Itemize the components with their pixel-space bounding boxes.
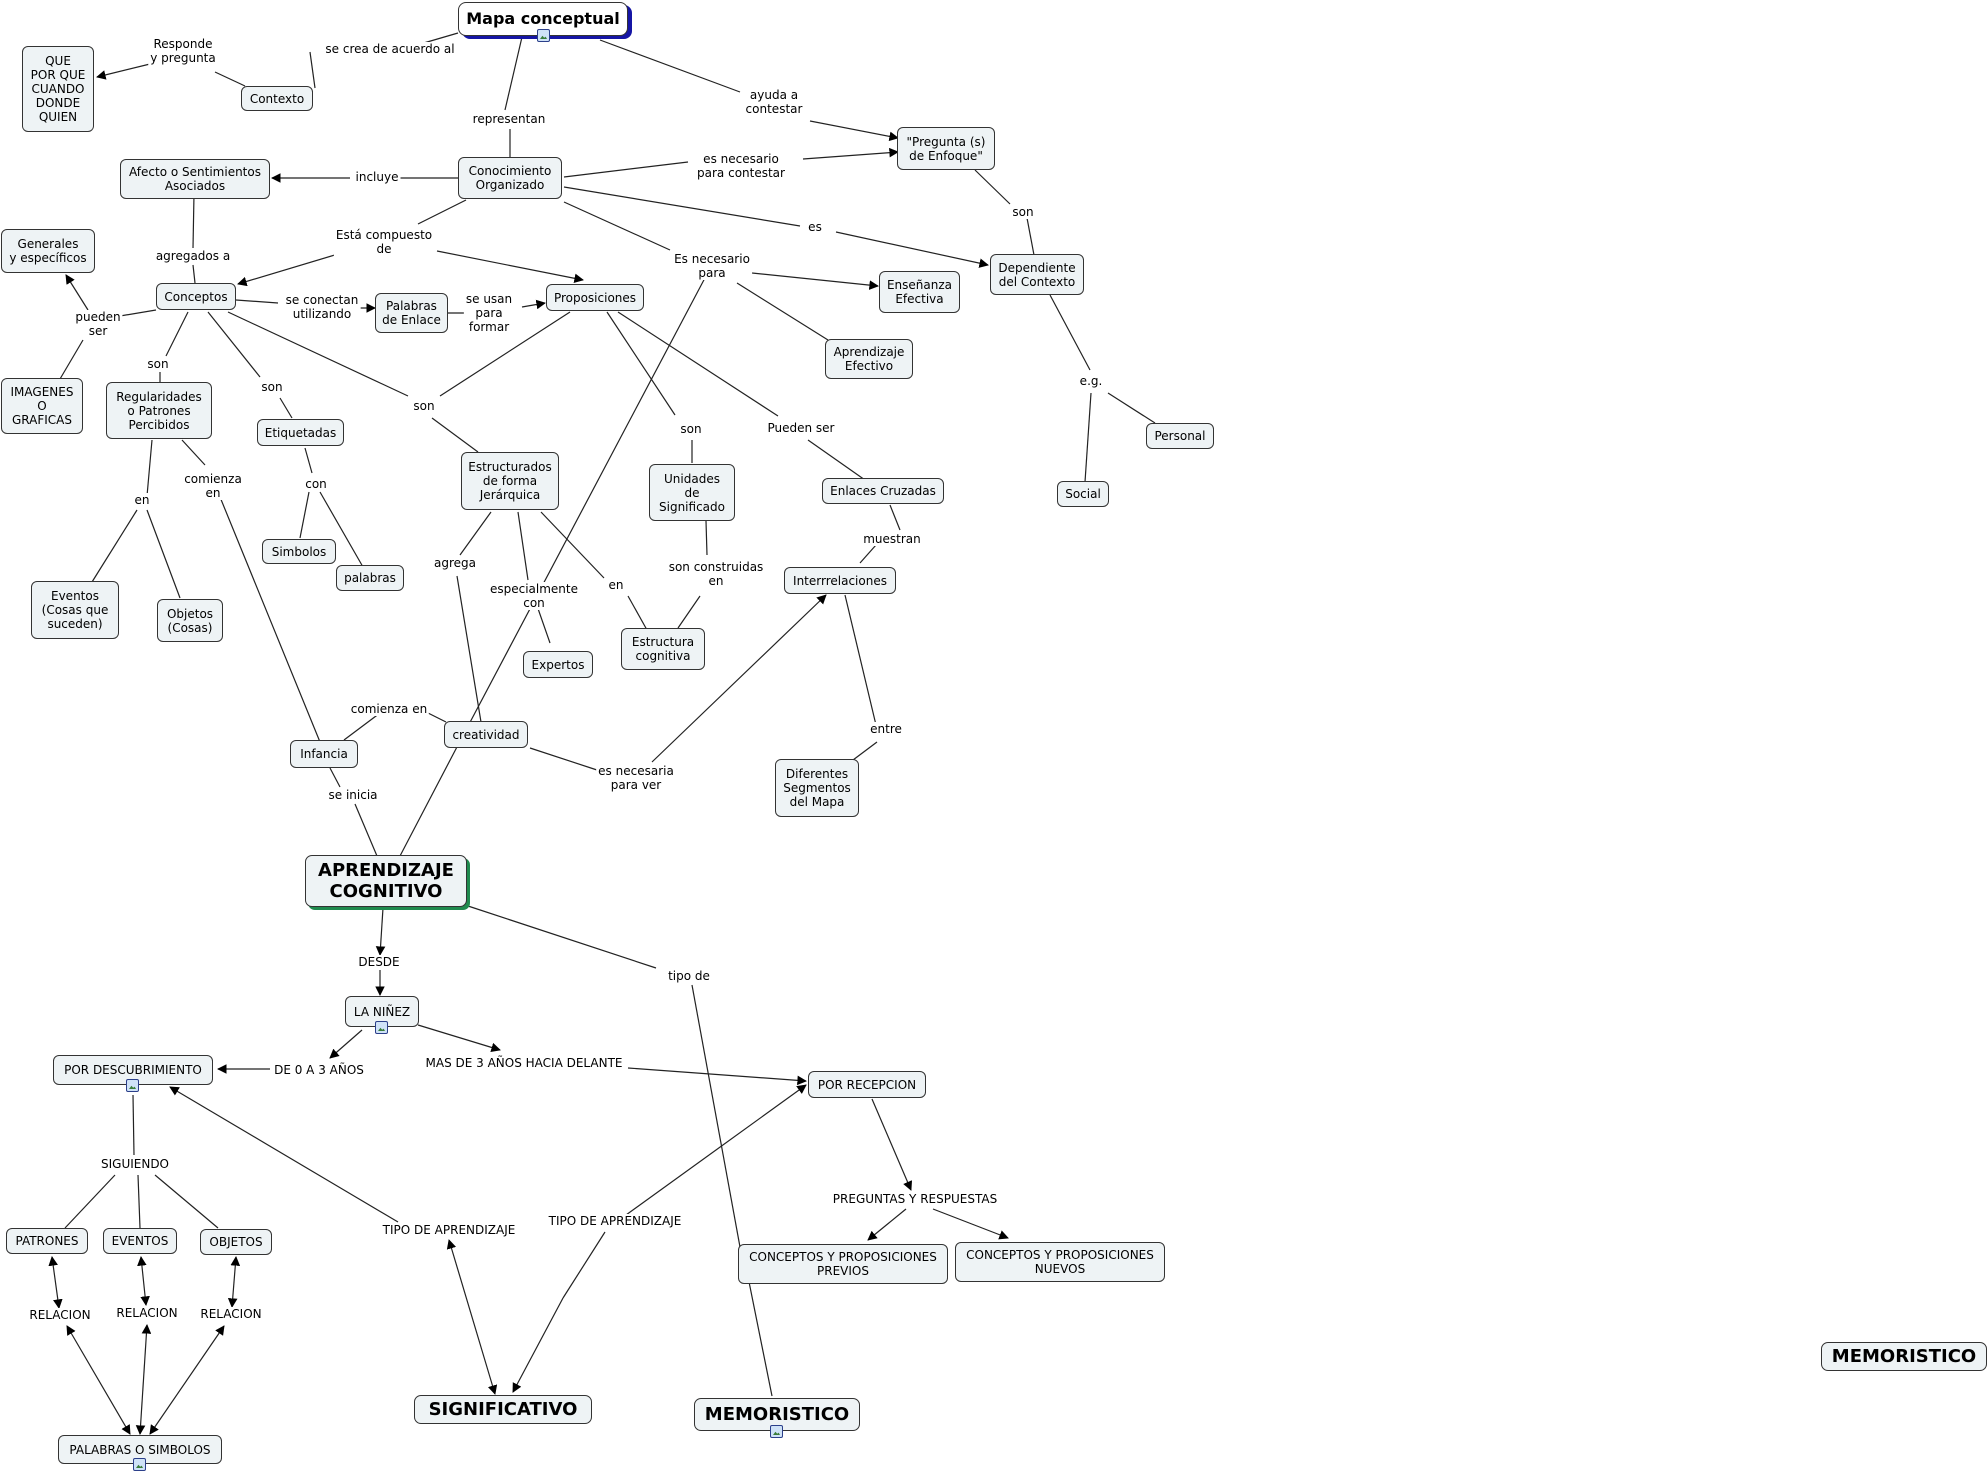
node-estructura-cognitiva[interactable]: Estructura cognitiva <box>621 628 705 670</box>
image-icon[interactable] <box>770 1425 783 1438</box>
node-estructurados[interactable]: Estructurados de forma Jerárquica <box>461 452 559 510</box>
node-aprendizaje-efectivo[interactable]: Aprendizaje Efectivo <box>825 339 913 379</box>
link-label: con <box>303 477 329 491</box>
link-label: se conectan utilizando <box>283 293 361 321</box>
node-diferentes-segmentos[interactable]: Diferentes Segmentos del Mapa <box>775 759 859 817</box>
node-conocimiento-organizado[interactable]: Conocimiento Organizado <box>458 157 562 199</box>
image-icon[interactable] <box>537 29 550 42</box>
link-label: agregados a <box>153 249 233 263</box>
node-unidades-significado[interactable]: Unidades de Significado <box>649 464 735 521</box>
node-simbolos[interactable]: Simbolos <box>262 539 336 564</box>
link-label: SIGUIENDO <box>98 1157 172 1171</box>
link-label: TIPO DE APRENDIZAJE <box>380 1223 518 1237</box>
node-pregunta-enfoque[interactable]: "Pregunta (s) de Enfoque" <box>897 127 995 170</box>
link-label: son <box>259 380 285 394</box>
link-label: muestran <box>861 532 923 546</box>
link-label: ayuda a contestar <box>743 88 805 116</box>
image-icon[interactable] <box>375 1021 388 1034</box>
link-label: es necesario para contestar <box>695 152 787 180</box>
link-label: agrega <box>432 556 478 570</box>
node-proposiciones[interactable]: Proposiciones <box>546 284 644 311</box>
node-enlaces-cruzados[interactable]: Enlaces Cruzadas <box>822 478 944 504</box>
link-label: se crea de acuerdo al <box>323 42 457 56</box>
node-generales[interactable]: Generales y específicos <box>1 229 95 273</box>
node-contexto[interactable]: Contexto <box>241 86 313 111</box>
node-que[interactable]: QUE POR QUE CUANDO DONDE QUIEN <box>22 46 94 132</box>
node-por-recepcion[interactable]: POR RECEPCION <box>808 1071 926 1098</box>
node-conceptos-nuevos[interactable]: CONCEPTOS Y PROPOSICIONES NUEVOS <box>955 1242 1165 1282</box>
node-imagenes[interactable]: IMAGENES O GRAFICAS <box>1 378 83 434</box>
link-label: son construidas en <box>666 560 766 588</box>
link-label: especialmente con <box>487 582 581 610</box>
link-label: incluye <box>353 170 401 184</box>
link-label: RELACION <box>27 1308 93 1322</box>
link-label: PREGUNTAS Y RESPUESTAS <box>830 1192 1000 1206</box>
node-significativo[interactable]: SIGNIFICATIVO <box>414 1395 592 1424</box>
link-label: es <box>806 220 824 234</box>
link-label: RELACION <box>114 1306 180 1320</box>
node-patrones[interactable]: PATRONES <box>6 1228 88 1254</box>
node-infancia[interactable]: Infancia <box>290 740 358 768</box>
link-label: Es necesario para <box>672 252 752 280</box>
node-mapa-conceptual[interactable]: Mapa conceptual <box>458 2 628 36</box>
node-memoristico-2[interactable]: MEMORISTICO <box>1821 1342 1987 1371</box>
link-label: en <box>132 493 152 507</box>
link-label: son <box>678 422 704 436</box>
link-label: pueden ser <box>73 310 123 338</box>
link-label: se inicia <box>326 788 380 802</box>
node-eventos-2[interactable]: EVENTOS <box>103 1228 177 1254</box>
node-aprendizaje-cognitivo[interactable]: APRENDIZAJE COGNITIVO <box>305 855 467 907</box>
link-label: RELACION <box>198 1307 264 1321</box>
node-palabras-enlace[interactable]: Palabras de Enlace <box>375 293 448 333</box>
node-eventos[interactable]: Eventos (Cosas que suceden) <box>31 581 119 639</box>
link-label: representan <box>470 112 548 126</box>
link-label: DESDE <box>356 955 402 969</box>
link-label: Está compuesto de <box>333 228 435 256</box>
node-palabras[interactable]: palabras <box>336 565 404 591</box>
link-label: son <box>411 399 437 413</box>
link-label: e.g. <box>1077 374 1105 388</box>
node-etiquetadas[interactable]: Etiquetadas <box>257 419 344 446</box>
node-conceptos-previos[interactable]: CONCEPTOS Y PROPOSICIONES PREVIOS <box>738 1244 948 1284</box>
link-label: comienza en <box>348 702 430 716</box>
link-label: tipo de <box>666 969 712 983</box>
node-creatividad[interactable]: creatividad <box>444 721 528 748</box>
link-label: se usan para formar <box>463 292 515 334</box>
node-expertos[interactable]: Expertos <box>523 651 593 678</box>
node-conceptos[interactable]: Conceptos <box>156 283 236 310</box>
link-label: es necesaria para ver <box>596 764 676 792</box>
node-afecto[interactable]: Afecto o Sentimientos Asociados <box>120 159 270 199</box>
node-objetos-2[interactable]: OBJETOS <box>200 1229 272 1255</box>
link-label: Responde y pregunta <box>148 37 218 65</box>
node-interrelaciones[interactable]: Interrrelaciones <box>784 567 896 594</box>
node-personal[interactable]: Personal <box>1146 423 1214 449</box>
link-label: son <box>1010 205 1036 219</box>
node-ensenanza-efectiva[interactable]: Enseñanza Efectiva <box>879 271 960 313</box>
link-label: TIPO DE APRENDIZAJE <box>546 1214 684 1228</box>
link-label: comienza en <box>182 472 244 500</box>
node-dependiente-contexto[interactable]: Dependiente del Contexto <box>990 254 1084 295</box>
node-objetos[interactable]: Objetos (Cosas) <box>157 599 223 642</box>
link-label: Pueden ser <box>765 421 837 435</box>
image-icon[interactable] <box>133 1458 146 1471</box>
node-regularidades[interactable]: Regularidades o Patrones Percibidos <box>106 382 212 439</box>
link-label: DE 0 A 3 AÑOS <box>272 1063 366 1077</box>
image-icon[interactable] <box>126 1079 139 1092</box>
link-label: son <box>145 357 171 371</box>
link-label: MAS DE 3 AÑOS HACIA DELANTE <box>423 1056 625 1070</box>
link-label: en <box>606 578 626 592</box>
node-social[interactable]: Social <box>1057 481 1109 507</box>
link-label: entre <box>868 722 904 736</box>
